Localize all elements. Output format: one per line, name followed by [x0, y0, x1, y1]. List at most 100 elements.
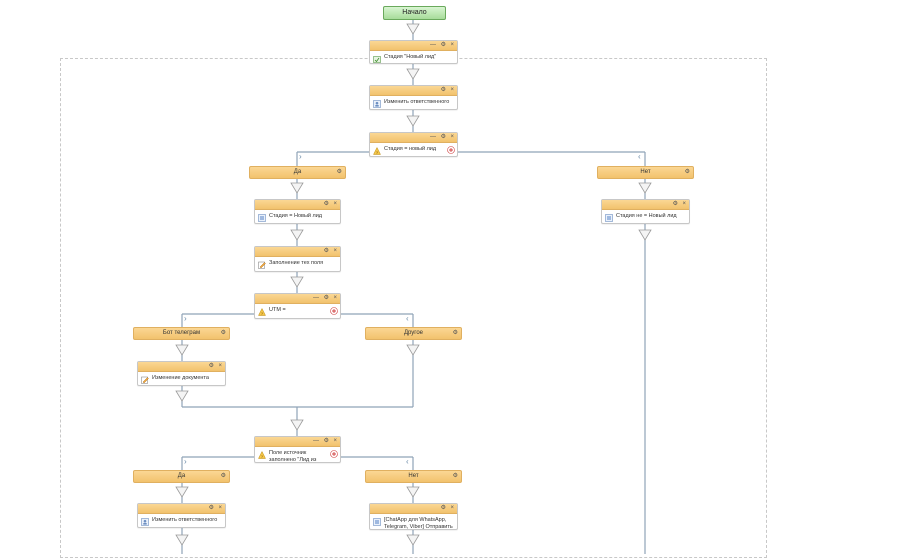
branch-label: Нет: [640, 169, 651, 175]
block-change-responsible-2[interactable]: ⚙ × Изменить ответственного: [137, 503, 226, 528]
block-header: ⚙ ×: [602, 200, 689, 210]
minimize-icon[interactable]: —: [313, 295, 319, 301]
gear-icon[interactable]: ⚙: [220, 330, 226, 336]
block-header: — ⚙ ×: [370, 133, 457, 143]
block-header: ⚙ ×: [370, 86, 457, 96]
minimize-icon[interactable]: —: [313, 438, 319, 444]
block-stage-new-lead[interactable]: — ⚙ × Стадия "Новый лид": [369, 40, 458, 64]
add-branch-icon[interactable]: [330, 450, 338, 458]
gear-icon[interactable]: ⚙: [440, 87, 446, 93]
block-header: ⚙ ×: [255, 200, 340, 210]
svg-text:?: ?: [376, 150, 379, 155]
gear-icon[interactable]: ⚙: [208, 363, 214, 369]
block-label: Заполнение тех поля: [269, 260, 324, 266]
edit-icon: [141, 376, 149, 384]
block-label: Изменить ответственного: [152, 517, 218, 523]
branch-no[interactable]: Нет ⚙: [597, 166, 694, 179]
block-label: Стадия "Новый лид": [384, 54, 437, 60]
close-icon[interactable]: ×: [682, 201, 686, 207]
chevron-left-icon[interactable]: ‹: [406, 314, 409, 323]
block-header: — ⚙ ×: [255, 294, 340, 304]
block-header: ⚙ ×: [255, 247, 340, 257]
block-change-responsible[interactable]: ⚙ × Изменить ответственного: [369, 85, 458, 110]
gear-icon[interactable]: ⚙: [684, 169, 690, 175]
close-icon[interactable]: ×: [333, 295, 337, 301]
block-label: Изменение документа: [152, 375, 209, 381]
branch-label: Бот телеграм: [162, 330, 201, 336]
block-label: Стадия = Новый лид: [269, 213, 323, 219]
close-icon[interactable]: ×: [333, 248, 337, 254]
close-icon[interactable]: ×: [450, 134, 454, 140]
branch-label: Нет: [408, 473, 419, 479]
chevron-right-icon[interactable]: ›: [184, 314, 187, 323]
block-chatapp-send[interactable]: ⚙ × [ChatApp для WhatsApp, Telegram, Vib…: [369, 503, 458, 530]
start-node[interactable]: Начало: [383, 6, 446, 20]
block-label: Изменить ответственного: [384, 99, 450, 105]
branch-yes[interactable]: Да ⚙: [249, 166, 346, 179]
branch-label: Да: [177, 473, 186, 479]
block-condition-stage[interactable]: — ⚙ × ? Стадия = новый лид: [369, 132, 458, 157]
chevron-left-icon[interactable]: ‹: [406, 457, 409, 466]
add-branch-icon[interactable]: [447, 146, 455, 154]
close-icon[interactable]: ×: [450, 87, 454, 93]
block-label: Стадия = новый лид: [384, 146, 437, 152]
minimize-icon[interactable]: —: [430, 134, 436, 140]
block-condition-utm[interactable]: — ⚙ × ? UTM =: [254, 293, 341, 319]
block-stage-equals[interactable]: ⚙ × Стадия = Новый лид: [254, 199, 341, 224]
gear-icon[interactable]: ⚙: [336, 169, 342, 175]
close-icon[interactable]: ×: [218, 505, 222, 511]
block-header: ⚙ ×: [370, 504, 457, 514]
block-header: — ⚙ ×: [370, 41, 457, 51]
gear-icon[interactable]: ⚙: [220, 473, 226, 479]
gear-icon[interactable]: ⚙: [323, 438, 329, 444]
chevron-right-icon[interactable]: ›: [299, 152, 302, 161]
block-stage-not-equals[interactable]: ⚙ × Стадия не = Новый лид: [601, 199, 690, 224]
block-label: Стадия не = Новый лид: [616, 213, 677, 219]
gear-icon[interactable]: ⚙: [440, 505, 446, 511]
close-icon[interactable]: ×: [218, 363, 222, 369]
block-header: — ⚙ ×: [255, 437, 340, 447]
gear-icon[interactable]: ⚙: [452, 330, 458, 336]
branch-other[interactable]: Другое ⚙: [365, 327, 462, 340]
block-fill-fields[interactable]: ⚙ × Заполнение тех поля: [254, 246, 341, 272]
stage-icon: [373, 56, 381, 63]
stage-icon: [605, 214, 613, 222]
condition-icon: ?: [258, 451, 266, 459]
block-header: ⚙ ×: [138, 362, 225, 372]
close-icon[interactable]: ×: [333, 438, 337, 444]
branch-label: Да: [293, 169, 302, 175]
gear-icon[interactable]: ⚙: [440, 134, 446, 140]
message-icon: [373, 518, 381, 526]
gear-icon[interactable]: ⚙: [208, 505, 214, 511]
close-icon[interactable]: ×: [450, 505, 454, 511]
stage-icon: [258, 214, 266, 222]
block-header: ⚙ ×: [138, 504, 225, 514]
gear-icon[interactable]: ⚙: [323, 295, 329, 301]
svg-text:?: ?: [261, 311, 264, 316]
branch-no-2[interactable]: Нет ⚙: [365, 470, 462, 483]
branch-bot-telegram[interactable]: Бот телеграм ⚙: [133, 327, 230, 340]
block-label: UTM =: [269, 307, 286, 313]
block-condition-source[interactable]: — ⚙ × ? Поле источник заполнено "Лид из: [254, 436, 341, 463]
chevron-right-icon[interactable]: ›: [184, 457, 187, 466]
branch-yes-2[interactable]: Да ⚙: [133, 470, 230, 483]
close-icon[interactable]: ×: [333, 201, 337, 207]
minimize-icon[interactable]: —: [430, 42, 436, 48]
condition-icon: ?: [258, 308, 266, 316]
edit-icon: [258, 261, 266, 269]
block-label: [ChatApp для WhatsApp, Telegram, Viber] …: [384, 517, 453, 530]
user-icon: [373, 100, 381, 108]
block-label: Поле источник заполнено "Лид из: [269, 450, 317, 463]
close-icon[interactable]: ×: [450, 42, 454, 48]
chevron-left-icon[interactable]: ‹: [638, 152, 641, 161]
branch-label: Другое: [403, 330, 424, 336]
add-branch-icon[interactable]: [330, 307, 338, 315]
gear-icon[interactable]: ⚙: [672, 201, 678, 207]
gear-icon[interactable]: ⚙: [323, 248, 329, 254]
gear-icon[interactable]: ⚙: [452, 473, 458, 479]
gear-icon[interactable]: ⚙: [323, 201, 329, 207]
gear-icon[interactable]: ⚙: [440, 42, 446, 48]
user-icon: [141, 518, 149, 526]
block-document-change[interactable]: ⚙ × Изменение документа: [137, 361, 226, 386]
